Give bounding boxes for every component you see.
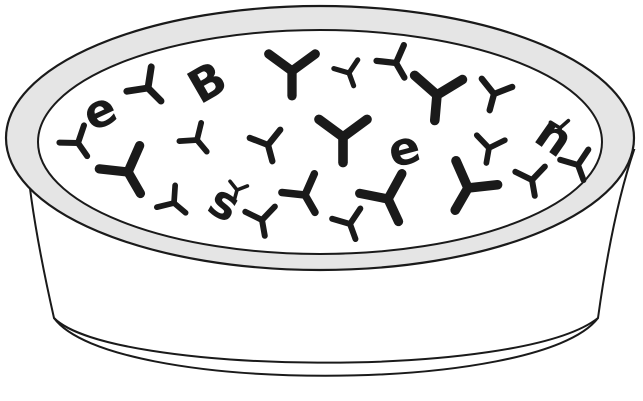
dish-base-edge bbox=[53, 317, 599, 377]
dish-inner-surface bbox=[37, 29, 603, 255]
